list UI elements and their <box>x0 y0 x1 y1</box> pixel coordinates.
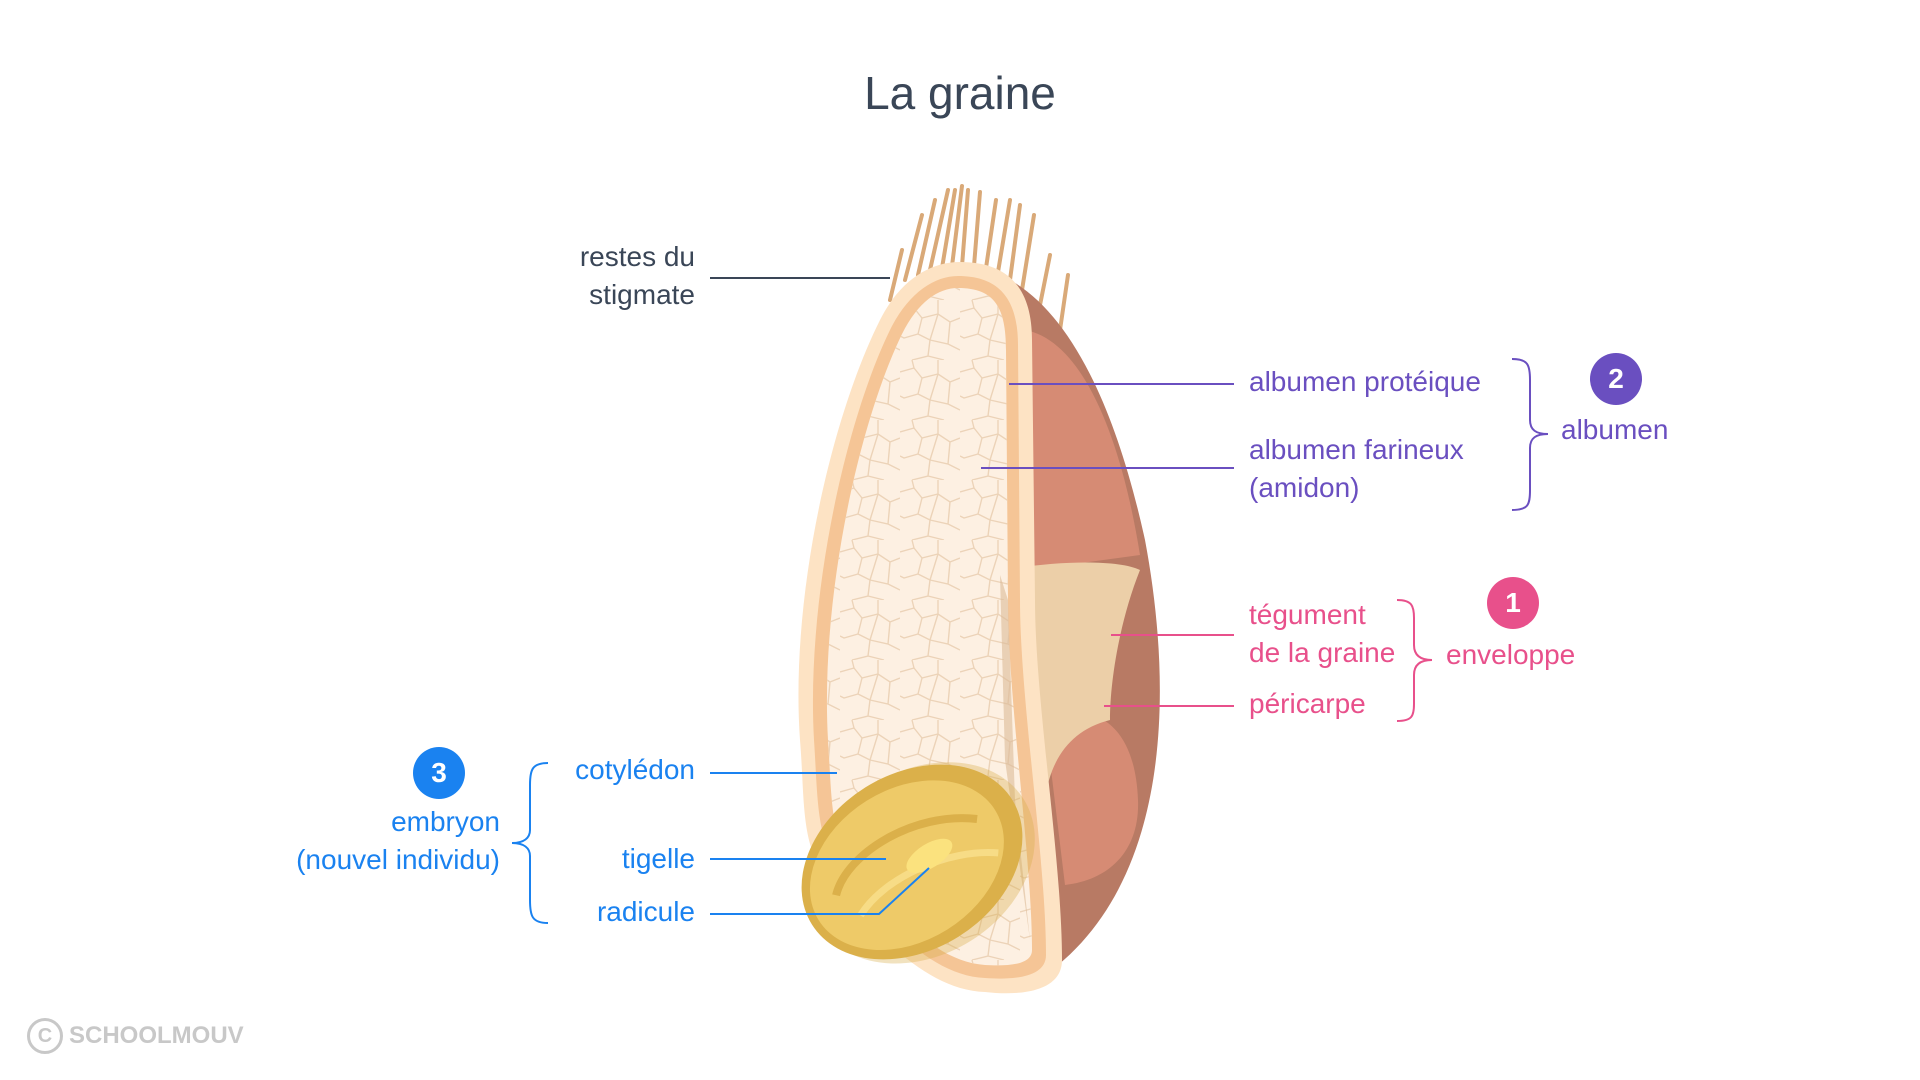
badge-albumen: 2 <box>1590 353 1642 405</box>
label-cotyledon: cotylédon <box>575 754 695 785</box>
label-radicule: radicule <box>596 896 695 927</box>
label-albumen-proteique: albumen protéique <box>1249 366 1481 397</box>
albumen-brace <box>1511 358 1549 511</box>
logo-text: SCHOOLMOUV <box>69 1022 244 1049</box>
embryon-brace <box>511 762 549 924</box>
stigmate-hairs <box>888 184 1070 332</box>
label-albumen-group: albumen <box>1561 414 1669 445</box>
copyright-icon: C <box>27 1018 63 1054</box>
label-pericarpe: péricarpe <box>1249 688 1366 719</box>
enveloppe-brace <box>1396 599 1433 722</box>
page-title: La graine <box>864 67 1056 119</box>
pericarpe-lower-lobe <box>1045 712 1139 885</box>
albumen-proteique-lobe <box>1025 330 1140 570</box>
label-embryon-group: embryon(nouvel individu) <box>296 806 500 875</box>
badge-embryon: 3 <box>413 747 465 799</box>
leader-lines <box>710 277 1234 915</box>
label-albumen-farineux: albumen farineux(amidon) <box>1249 434 1464 503</box>
badge-enveloppe: 1 <box>1487 577 1539 629</box>
scutellum-shadow <box>1000 575 1030 940</box>
label-enveloppe-group: enveloppe <box>1446 639 1576 670</box>
label-tigelle: tigelle <box>621 843 695 874</box>
